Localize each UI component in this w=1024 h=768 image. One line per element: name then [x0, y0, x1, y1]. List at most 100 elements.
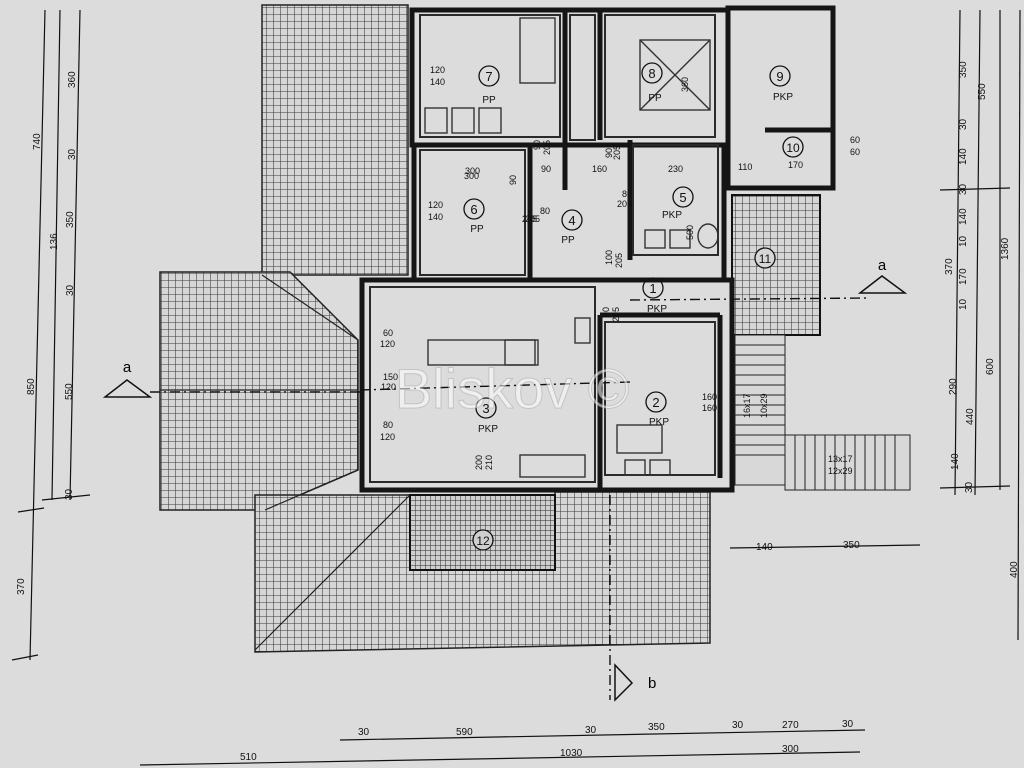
- svg-text:350: 350: [958, 61, 969, 78]
- svg-text:170: 170: [958, 268, 969, 285]
- svg-text:80: 80: [540, 206, 550, 216]
- furniture: [424, 17, 719, 478]
- svg-text:1360: 1360: [1000, 237, 1011, 260]
- svg-text:7: 7: [485, 69, 492, 84]
- svg-text:300: 300: [464, 171, 479, 181]
- svg-text:30: 30: [958, 118, 969, 130]
- room-7-marker: 7 PP: [478, 65, 500, 106]
- svg-text:30: 30: [964, 481, 975, 493]
- svg-text:370: 370: [944, 258, 955, 275]
- svg-text:60: 60: [850, 147, 860, 157]
- svg-text:PP: PP: [470, 224, 484, 235]
- svg-text:90: 90: [532, 140, 542, 150]
- svg-text:200: 200: [474, 455, 484, 470]
- roof-tiles: [159, 4, 711, 653]
- svg-text:100: 100: [604, 250, 614, 265]
- svg-text:120: 120: [430, 65, 445, 75]
- svg-text:PKP: PKP: [773, 92, 793, 103]
- svg-text:PKP: PKP: [662, 210, 682, 221]
- svg-text:350: 350: [843, 540, 860, 551]
- svg-text:90: 90: [541, 164, 551, 174]
- svg-text:300: 300: [465, 166, 480, 176]
- room-5-marker: 5 PKP: [662, 186, 694, 221]
- svg-text:1030: 1030: [560, 748, 583, 759]
- svg-text:80: 80: [622, 189, 632, 199]
- svg-text:140: 140: [428, 212, 443, 222]
- svg-text:9: 9: [776, 69, 783, 84]
- room-11-marker: 11: [754, 247, 776, 269]
- interior-dimension-labels: 120 140 300 120 140 90 205 90 1 60 90 205…: [380, 65, 860, 476]
- room-12-marker: 12: [472, 529, 494, 551]
- svg-text:550: 550: [977, 83, 988, 100]
- svg-text:12: 12: [476, 534, 490, 548]
- svg-text:120: 120: [428, 200, 443, 210]
- svg-text:300: 300: [782, 744, 799, 755]
- room-6-marker: 6 PP: [463, 198, 485, 235]
- svg-text:440: 440: [965, 408, 976, 425]
- svg-text:5: 5: [679, 190, 686, 205]
- room-4-marker: 4 PP: [561, 209, 583, 246]
- dimension-lines: [11, 9, 1021, 766]
- svg-text:600: 600: [985, 358, 996, 375]
- svg-text:80: 80: [383, 420, 393, 430]
- svg-text:120: 120: [380, 339, 395, 349]
- svg-text:8: 8: [648, 66, 655, 81]
- svg-text:60: 60: [383, 328, 393, 338]
- svg-text:140: 140: [756, 542, 773, 553]
- svg-text:1: 1: [649, 281, 656, 296]
- right-dimension-labels: 350 30 140 30 140 10 370 170 10 290 440 …: [944, 61, 1020, 578]
- svg-text:550: 550: [64, 383, 75, 400]
- svg-text:30: 30: [67, 148, 78, 160]
- svg-text:205: 205: [617, 199, 632, 209]
- svg-text:205: 205: [542, 140, 552, 155]
- svg-text:b: b: [648, 675, 656, 692]
- svg-text:4: 4: [568, 213, 575, 228]
- section-a-left: a: [102, 359, 153, 398]
- svg-text:740: 740: [32, 133, 43, 150]
- svg-text:110: 110: [738, 162, 752, 172]
- terrace-11: [731, 194, 821, 336]
- svg-text:205: 205: [611, 307, 621, 322]
- svg-text:205: 205: [522, 214, 537, 224]
- svg-text:120: 120: [381, 382, 396, 392]
- svg-text:210: 210: [484, 455, 494, 470]
- svg-text:370: 370: [16, 578, 27, 595]
- room-2-marker: 2 PKP: [645, 391, 669, 428]
- section-b: b: [614, 663, 656, 702]
- svg-text:PKP: PKP: [478, 424, 498, 435]
- svg-text:16x17: 16x17: [742, 393, 752, 418]
- svg-text:590: 590: [456, 727, 473, 738]
- svg-text:10x29: 10x29: [759, 393, 769, 418]
- svg-text:140: 140: [950, 453, 961, 470]
- room-8-marker: 8 PP: [641, 62, 663, 104]
- watermark: Bliskov ©: [395, 357, 629, 420]
- svg-text:PKP: PKP: [647, 304, 667, 315]
- svg-text:500: 500: [685, 225, 695, 240]
- svg-text:400: 400: [1009, 561, 1020, 578]
- svg-text:140: 140: [430, 77, 445, 87]
- room-9-marker: 9 PKP: [769, 65, 793, 103]
- svg-text:205: 205: [614, 253, 624, 268]
- stairs: [734, 334, 911, 491]
- svg-text:12x29: 12x29: [828, 466, 853, 476]
- svg-text:30: 30: [64, 488, 75, 500]
- svg-text:11: 11: [759, 252, 772, 266]
- inner-walls: [369, 14, 719, 483]
- svg-text:360: 360: [680, 77, 690, 92]
- svg-text:90: 90: [601, 307, 611, 317]
- svg-text:30: 30: [732, 720, 744, 731]
- svg-text:90: 90: [604, 148, 614, 158]
- svg-text:140: 140: [958, 208, 969, 225]
- svg-text:360: 360: [67, 71, 78, 88]
- room-1-marker: 1 PKP: [642, 277, 667, 315]
- svg-text:120: 120: [380, 432, 395, 442]
- svg-text:30: 30: [65, 284, 76, 296]
- svg-text:205: 205: [612, 145, 622, 160]
- svg-text:PKP: PKP: [649, 417, 669, 428]
- bottom-dimension-labels: 30 590 30 350 30 270 30 510 1030 300 140…: [240, 540, 860, 763]
- svg-text:a: a: [878, 257, 887, 274]
- room-3-marker: 3 PKP: [475, 397, 498, 435]
- svg-text:PP: PP: [561, 235, 575, 246]
- svg-text:6: 6: [470, 202, 477, 217]
- left-dimension-labels: 740 136 850 370 360 30 350 30 550 30: [16, 71, 78, 595]
